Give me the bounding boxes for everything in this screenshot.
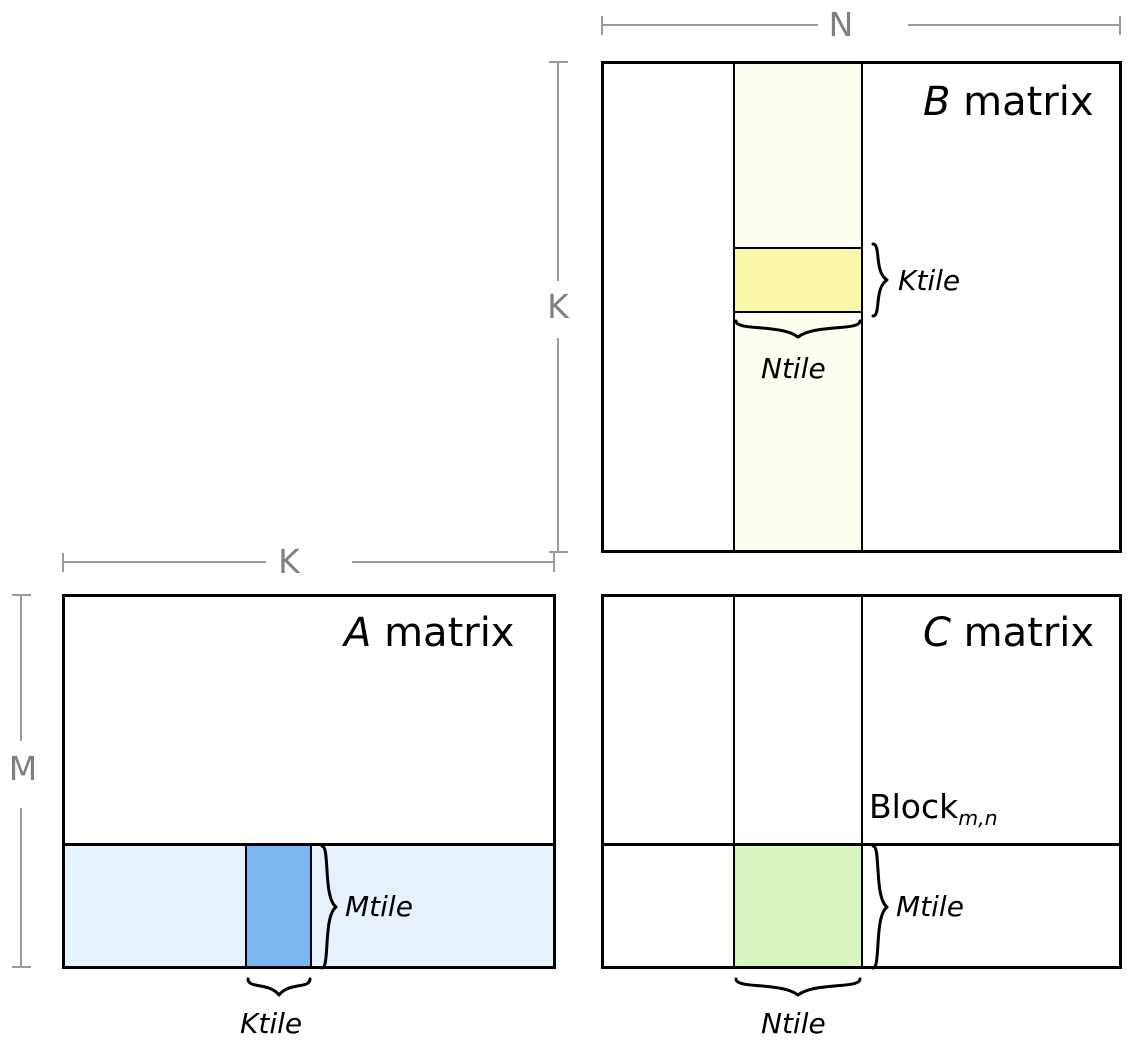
c-matrix-block-label-base: Block: [869, 787, 959, 826]
n-dimension-rule-right: [908, 24, 1121, 26]
c-mtile-label: Mtile: [896, 890, 964, 923]
c-ntile-label: Ntile: [761, 1007, 826, 1040]
b-matrix-title-letter: B: [923, 79, 951, 125]
b-matrix-ktile-tile: [733, 247, 863, 313]
k-vertical-dimension-rule-top: [557, 61, 559, 281]
n-dimension-label: N: [828, 5, 854, 44]
m-dimension-rule-top: [20, 594, 22, 741]
c-matrix-title: C matrix: [923, 613, 1094, 653]
c-matrix-title-word: matrix: [950, 610, 1095, 656]
c-matrix-block-label-subscript: m,n: [958, 806, 998, 831]
b-matrix-title-word: matrix: [950, 79, 1094, 125]
m-dimension-rule-bottom: [20, 808, 22, 967]
m-dimension-label: M: [8, 749, 38, 788]
k-vertical-dimension-rule-bottom: [557, 338, 559, 552]
b-ktile-label: Ktile: [898, 264, 961, 297]
b-ntile-brace-icon: [734, 319, 862, 339]
n-dimension-rule-left: [601, 24, 818, 26]
n-dimension-cap-right: [1119, 16, 1121, 35]
b-matrix-title: B matrix: [923, 82, 1094, 122]
a-matrix-title: A matrix: [344, 613, 514, 653]
a-ktile-brace-icon: [246, 977, 312, 997]
b-ktile-brace-icon: [871, 242, 889, 318]
k-horizontal-dimension-rule-right: [352, 561, 553, 563]
c-matrix-divider-left: [733, 597, 735, 843]
a-matrix-title-word: matrix: [371, 610, 515, 656]
k-vertical-dimension-cap-bottom: [549, 551, 568, 553]
c-matrix-title-letter: C: [923, 610, 951, 656]
a-mtile-label: Mtile: [345, 890, 413, 923]
c-matrix-block-label: Blockm,n: [869, 787, 998, 828]
k-horizontal-dimension-rule-left: [62, 561, 266, 563]
a-ktile-label: Ktile: [240, 1007, 303, 1040]
a-matrix-ktile-tile: [245, 844, 312, 968]
c-ntile-brace-icon: [734, 977, 862, 997]
c-matrix-divider-right: [861, 597, 863, 843]
k-horizontal-dimension-cap-right: [553, 553, 555, 572]
a-matrix-title-letter: A: [344, 610, 372, 656]
c-matrix-block-tile: [733, 844, 863, 968]
c-mtile-brace-icon: [871, 844, 889, 970]
k-horizontal-dimension-label: K: [278, 542, 300, 581]
k-vertical-dimension-label: K: [547, 287, 569, 326]
m-dimension-cap-bottom: [12, 966, 31, 968]
b-ntile-label: Ntile: [761, 352, 826, 385]
a-mtile-brace-icon: [320, 844, 338, 970]
